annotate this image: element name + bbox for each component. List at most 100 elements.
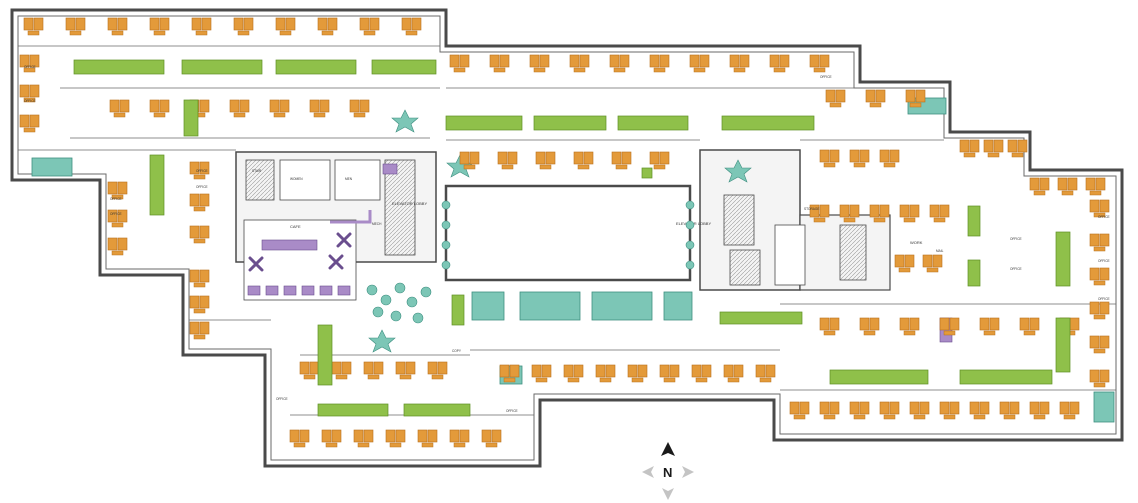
collab-bench (617, 115, 689, 131)
workstation (317, 17, 338, 36)
workstation (1057, 177, 1078, 196)
workstation (573, 151, 594, 170)
collab-benches (73, 59, 1071, 417)
central-atrium (444, 184, 692, 282)
workstation (905, 89, 926, 108)
east-core-stair (723, 194, 755, 246)
copy-label: COPY (452, 349, 462, 353)
conference-table-south-4 (663, 291, 693, 321)
workstation (531, 364, 552, 383)
collab-bench (317, 403, 389, 417)
workstation (689, 54, 710, 73)
workstation (19, 54, 40, 73)
workstation (819, 401, 840, 420)
workstation (459, 151, 480, 170)
workstation (1019, 317, 1040, 336)
collab-bench (641, 167, 653, 179)
floor-inner-wall (17, 15, 1117, 461)
conference-table-east (1093, 391, 1115, 423)
workstation (107, 209, 128, 228)
workstation (189, 161, 210, 180)
workstation (289, 429, 310, 448)
workstation (189, 295, 210, 314)
workstation (107, 237, 128, 256)
workstation (489, 54, 510, 73)
workstation (839, 204, 860, 223)
office-label: OFFICE (1010, 267, 1022, 271)
workstation (1089, 233, 1110, 252)
workstation (107, 181, 128, 200)
workstation (309, 99, 330, 118)
workstation (427, 361, 448, 380)
office-label: OFFICE (1098, 259, 1110, 263)
purple-bench-6 (337, 285, 351, 296)
workstation (529, 54, 550, 73)
workstation (449, 429, 470, 448)
workstation (595, 364, 616, 383)
workstation (879, 401, 900, 420)
workstation (569, 54, 590, 73)
compass-arrow-east-icon (682, 466, 694, 478)
workstation (999, 401, 1020, 420)
workstation (959, 139, 980, 158)
collab-bench (1055, 231, 1071, 287)
workstation (939, 401, 960, 420)
north-compass: N (642, 442, 694, 500)
compass-arrow-north-icon (661, 442, 675, 456)
workstation (1089, 335, 1110, 354)
stair-label: STAIR (252, 169, 262, 173)
collab-bench (451, 294, 465, 326)
workstation (107, 17, 128, 36)
cafe-counter (261, 239, 318, 251)
office-label: OFFICE (196, 169, 208, 173)
east-stair (839, 224, 867, 281)
workstation (349, 99, 370, 118)
workstation (191, 17, 212, 36)
conference-table-south-2 (591, 291, 653, 321)
collab-bench (403, 403, 471, 417)
purple-bench-4 (301, 285, 315, 296)
collab-bench (719, 311, 803, 325)
west-core-stair (245, 159, 275, 201)
collab-bench (149, 154, 165, 216)
conference-table-south-3 (471, 291, 505, 321)
collab-bench (317, 324, 333, 386)
workstation (1007, 139, 1028, 158)
west-elevator-lobby-label: ELEVATOR LOBBY (392, 201, 427, 206)
workstation (299, 361, 320, 380)
workstation (1029, 177, 1050, 196)
storage-label: STORAGE (804, 207, 820, 211)
workstation (269, 99, 290, 118)
compass-north-letter: N (663, 465, 672, 480)
workstation (385, 429, 406, 448)
office-label: OFFICE (1098, 297, 1110, 301)
office-label: OFFICE (1010, 237, 1022, 241)
workstation (649, 54, 670, 73)
office-label: OFFICE (506, 409, 518, 413)
workstation (499, 364, 520, 383)
workstation (149, 17, 170, 36)
office-label: OFFICE (1098, 215, 1110, 219)
workstation (229, 99, 250, 118)
purple-bench-1 (247, 285, 261, 296)
workstation (849, 149, 870, 168)
workstation (819, 317, 840, 336)
workstation (922, 254, 943, 273)
workstation (729, 54, 750, 73)
workstation (649, 151, 670, 170)
workstation (825, 89, 846, 108)
collab-bench (183, 99, 199, 137)
workstation (395, 361, 416, 380)
collab-bench (445, 115, 523, 131)
office-label: OFFICE (110, 212, 122, 216)
purple-bench-2 (265, 285, 279, 296)
workstation (983, 139, 1004, 158)
workstation (769, 54, 790, 73)
workstation (149, 99, 170, 118)
workstation (809, 204, 830, 223)
collab-bench (959, 369, 1053, 385)
office-label: OFFICE (110, 197, 122, 201)
workstation (865, 89, 886, 108)
workstation (611, 151, 632, 170)
